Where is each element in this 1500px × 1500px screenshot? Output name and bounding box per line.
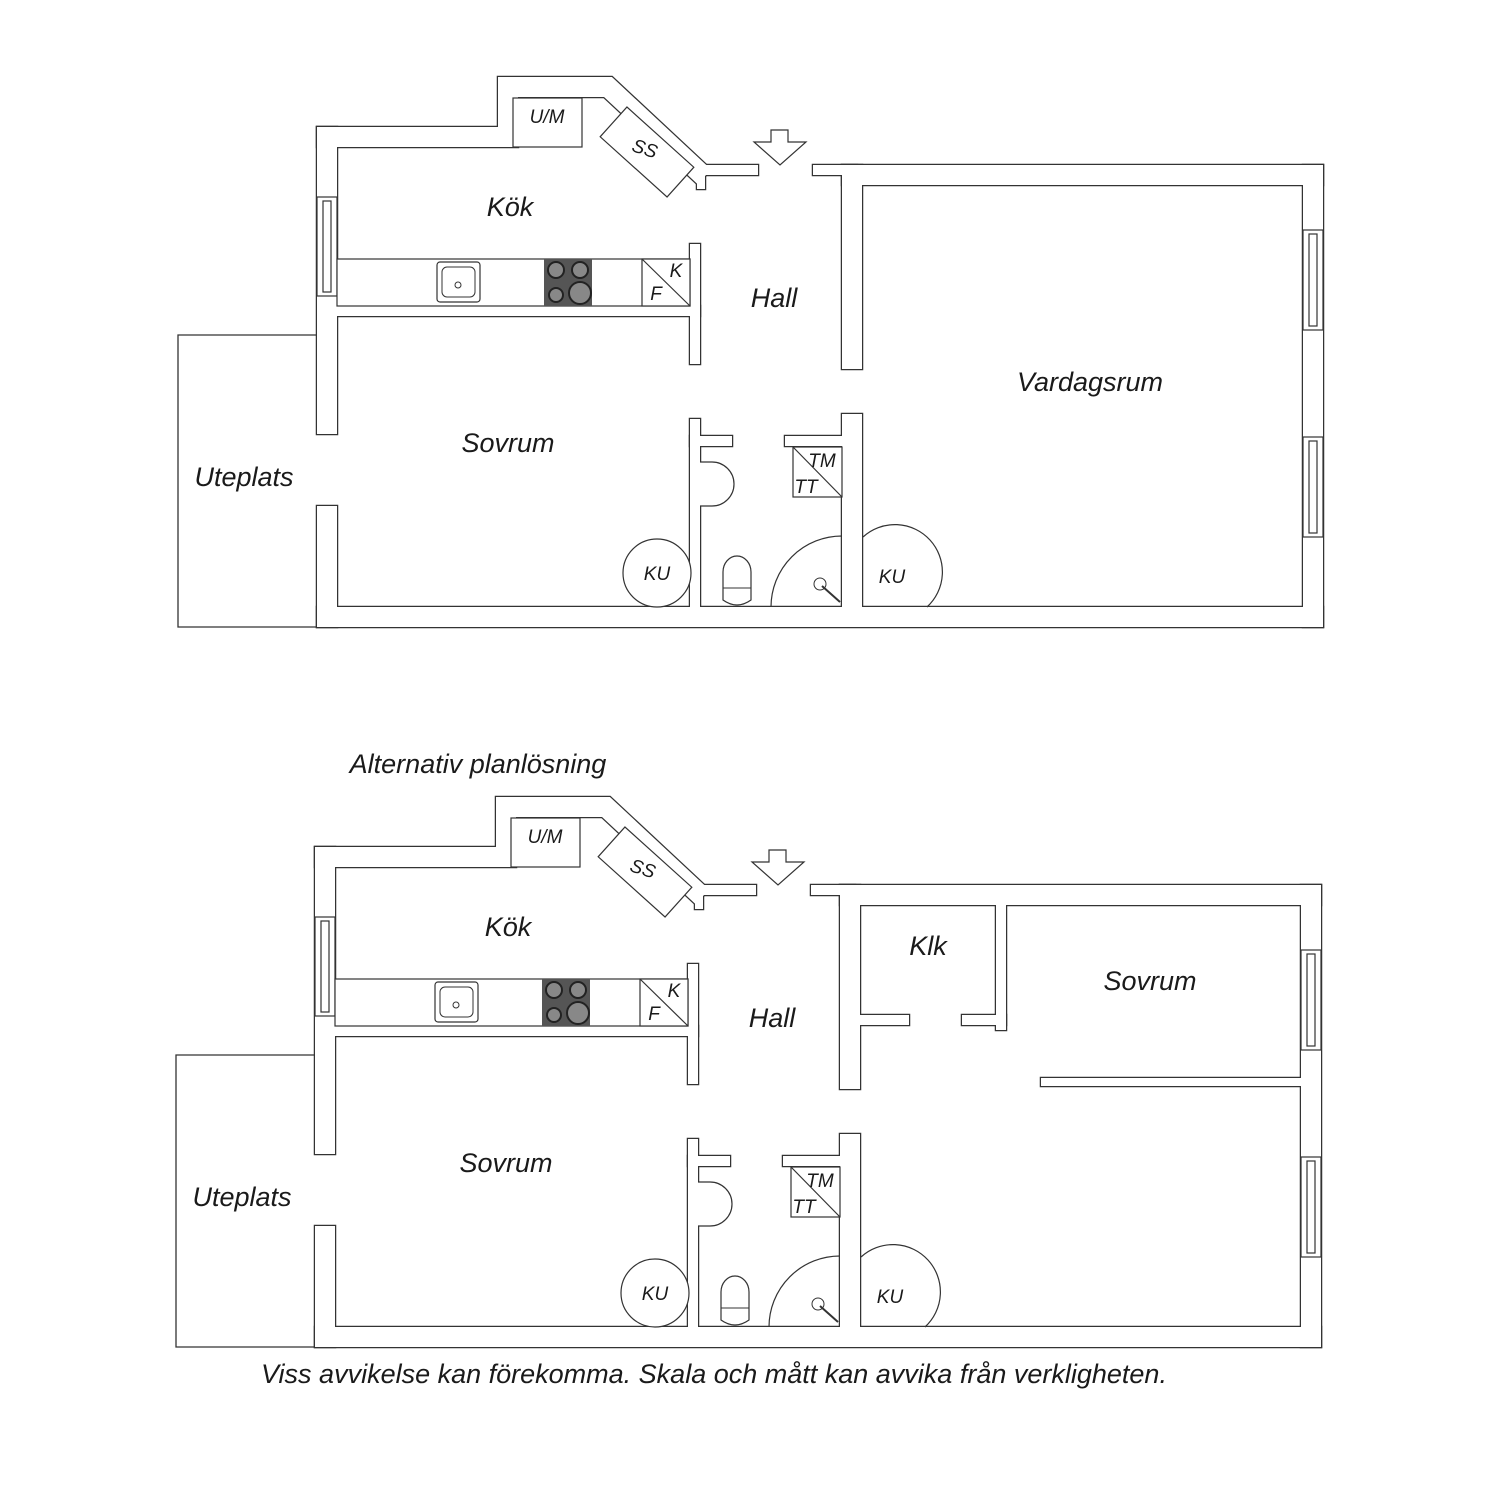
kitchen-counter [336,258,691,307]
fridge-divider [639,978,689,1027]
window-glass [320,920,330,1013]
entrance-arrow-icon [750,849,806,886]
washer-divider [790,1166,841,1218]
wardrobe-circle [622,538,692,608]
room-label-bedroom-2: Sovrum [1103,966,1196,996]
fridge-divider [641,258,691,307]
bathroom-sink-icon [698,1181,733,1227]
stove-burner [568,281,592,305]
floor-plan-alternative: KökHallKlkSovrumSovrumUteplatsU/MSSKFTMT… [175,795,1323,1349]
room-label-bedroom: Sovrum [459,1148,552,1178]
room-label-patio: Uteplats [192,1182,291,1212]
shower-hose [821,585,841,603]
toilet-icon [722,555,752,606]
room-label-kitchen: Kök [485,912,533,942]
shower-arc [768,1255,841,1328]
wardrobe-circle [620,1258,690,1328]
window [1302,229,1324,331]
entrance-arrow-icon [752,129,808,166]
window-glass [1306,953,1316,1047]
walls [313,795,1323,1349]
sink-basin [439,986,474,1018]
bathroom-sink-icon [700,461,735,507]
patio-outline [175,1054,315,1348]
wall-fill [315,797,710,905]
stove-burner [545,981,563,999]
shower-hose [819,1305,839,1323]
wardrobe-box [599,106,695,198]
room-label-closet: Klk [909,931,948,961]
washer-dryer-box [512,97,583,148]
label-tumble-dryer: TT [792,1197,817,1218]
stove-burner [569,981,587,999]
label-wardrobe-2: KU [877,1287,904,1308]
wardrobe-box [597,826,693,918]
room-label-bedroom: Sovrum [461,428,554,458]
window [316,196,338,297]
stove-burner [546,1007,562,1023]
stove-burner [571,261,589,279]
shower-arc [770,535,843,608]
label-wardrobe-1: KU [642,1284,669,1305]
shower-head-icon [811,1297,825,1311]
window [1302,436,1324,538]
sink-basin [441,266,476,298]
room-label-patio: Uteplats [194,462,293,492]
label-freezer: F [650,284,663,305]
window [314,916,336,1017]
room-label-hall: Hall [749,1003,797,1033]
window-glass [1306,1160,1316,1254]
wall-fill [317,77,712,185]
walls [315,75,1325,629]
label-washing-machine: TM [806,1171,834,1192]
label-washer-dryer: U/M [528,827,563,848]
label-fridge: K [670,261,684,282]
label-tumble-dryer: TT [794,477,819,498]
alternative-plan-title: Alternativ planlösning [348,749,607,779]
window-glass [1308,233,1318,327]
patio-outline [177,334,317,628]
washer-divider [792,446,843,498]
label-washing-machine: TM [808,451,836,472]
window [1300,1156,1322,1258]
room-label-living-room: Vardagsrum [1017,367,1163,397]
sink-drain [452,1001,460,1009]
disclaimer-note: Viss avvikelse kan förekomma. Skala och … [261,1359,1167,1389]
kitchen-counter [334,978,689,1027]
wardrobe-circle [862,523,944,608]
shower-head-icon [813,577,827,591]
label-wardrobe-2: KU [879,567,906,588]
floor-plan-original: KökHallVardagsrumSovrumUteplatsU/MSSKFTM… [177,75,1325,629]
window [1300,949,1322,1051]
window-glass [322,200,332,293]
wardrobe-circle [860,1243,942,1328]
label-wardrobe-1: KU [644,564,671,585]
room-label-kitchen: Kök [487,192,535,222]
room-label-hall: Hall [751,283,799,313]
washer-dryer-box [510,817,581,868]
label-washer-dryer: U/M [530,107,565,128]
label-freezer: F [648,1004,661,1025]
stove-burner [566,1001,590,1025]
window-glass [1308,440,1318,534]
sink-drain [454,281,462,289]
stove-burner [548,287,564,303]
toilet-icon [720,1275,750,1326]
label-fridge: K [668,981,682,1002]
stove-burner [547,261,565,279]
